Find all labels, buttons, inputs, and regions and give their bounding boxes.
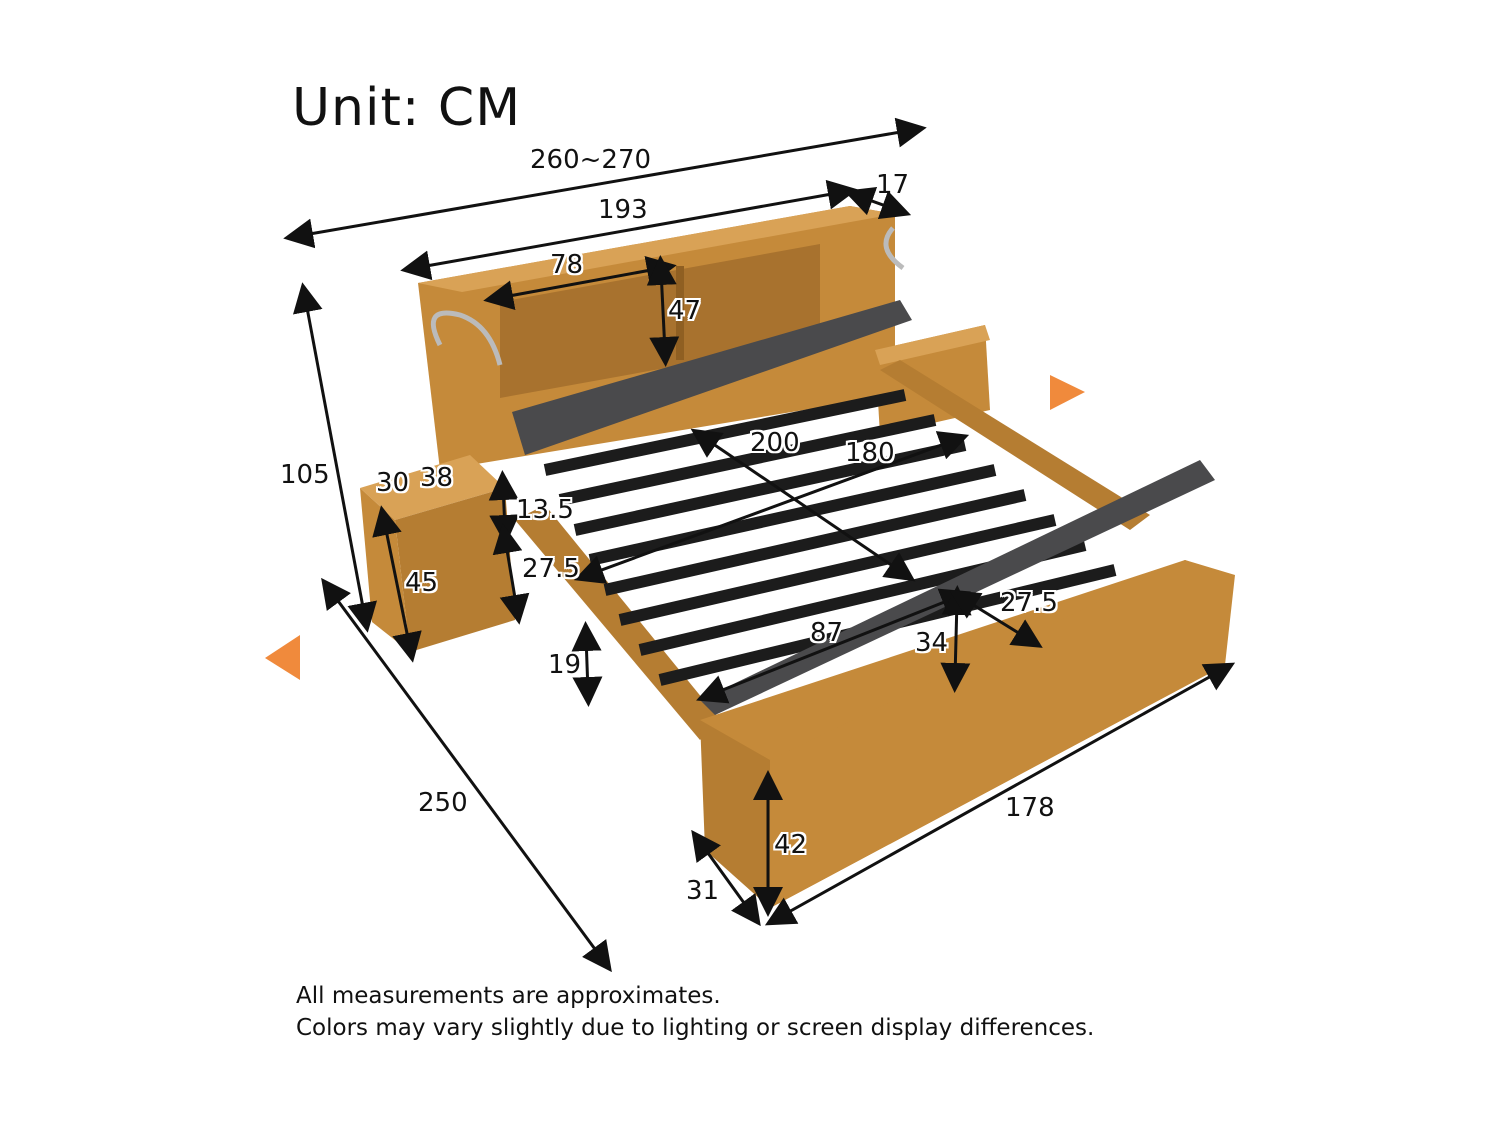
dim-footboard-height: 42 <box>774 830 808 860</box>
dim-shelf-height: 47 <box>668 296 702 326</box>
headboard-cushion <box>512 300 912 455</box>
dim-under-bed-clearance: 19 <box>548 650 582 680</box>
dim-nightstand-compartment: 27.5 <box>522 554 580 584</box>
dim-storage-width: 27.5 <box>1000 588 1058 618</box>
dim-nightstand-width: 38 <box>420 463 454 493</box>
right-side-rail <box>880 360 1150 530</box>
dim-shelf-width: 78 <box>550 250 584 280</box>
dim-storage-lid-length: 87 <box>810 618 844 648</box>
dim-nightstand-top-gap: 13.5 <box>516 495 574 525</box>
dim-nightstand-depth: 30 <box>376 468 410 498</box>
dim-nightstand-height: 45 <box>405 568 439 598</box>
disclaimer-notes: All measurements are approximates. Color… <box>296 980 1094 1044</box>
slide-arrow-left <box>265 635 300 680</box>
note-colors: Colors may vary slightly due to lighting… <box>296 1015 1095 1041</box>
dim-mattress-length: 200 <box>750 428 800 458</box>
dim-footboard-depth: 31 <box>686 876 720 906</box>
dim-mattress-width: 180 <box>845 438 895 468</box>
dim-headboard-width: 193 <box>598 195 648 225</box>
slide-arrow-right <box>1050 375 1085 410</box>
dim-storage-depth: 34 <box>915 628 949 658</box>
dim-footboard-width: 178 <box>1005 793 1055 823</box>
dim-overall-height: 105 <box>280 460 330 490</box>
dim-headboard-depth: 17 <box>876 170 910 200</box>
dim-overall-width: 260~270 <box>530 145 652 175</box>
dim-overall-length: 250 <box>418 788 468 818</box>
note-measurements: All measurements are approximates. <box>296 983 721 1009</box>
